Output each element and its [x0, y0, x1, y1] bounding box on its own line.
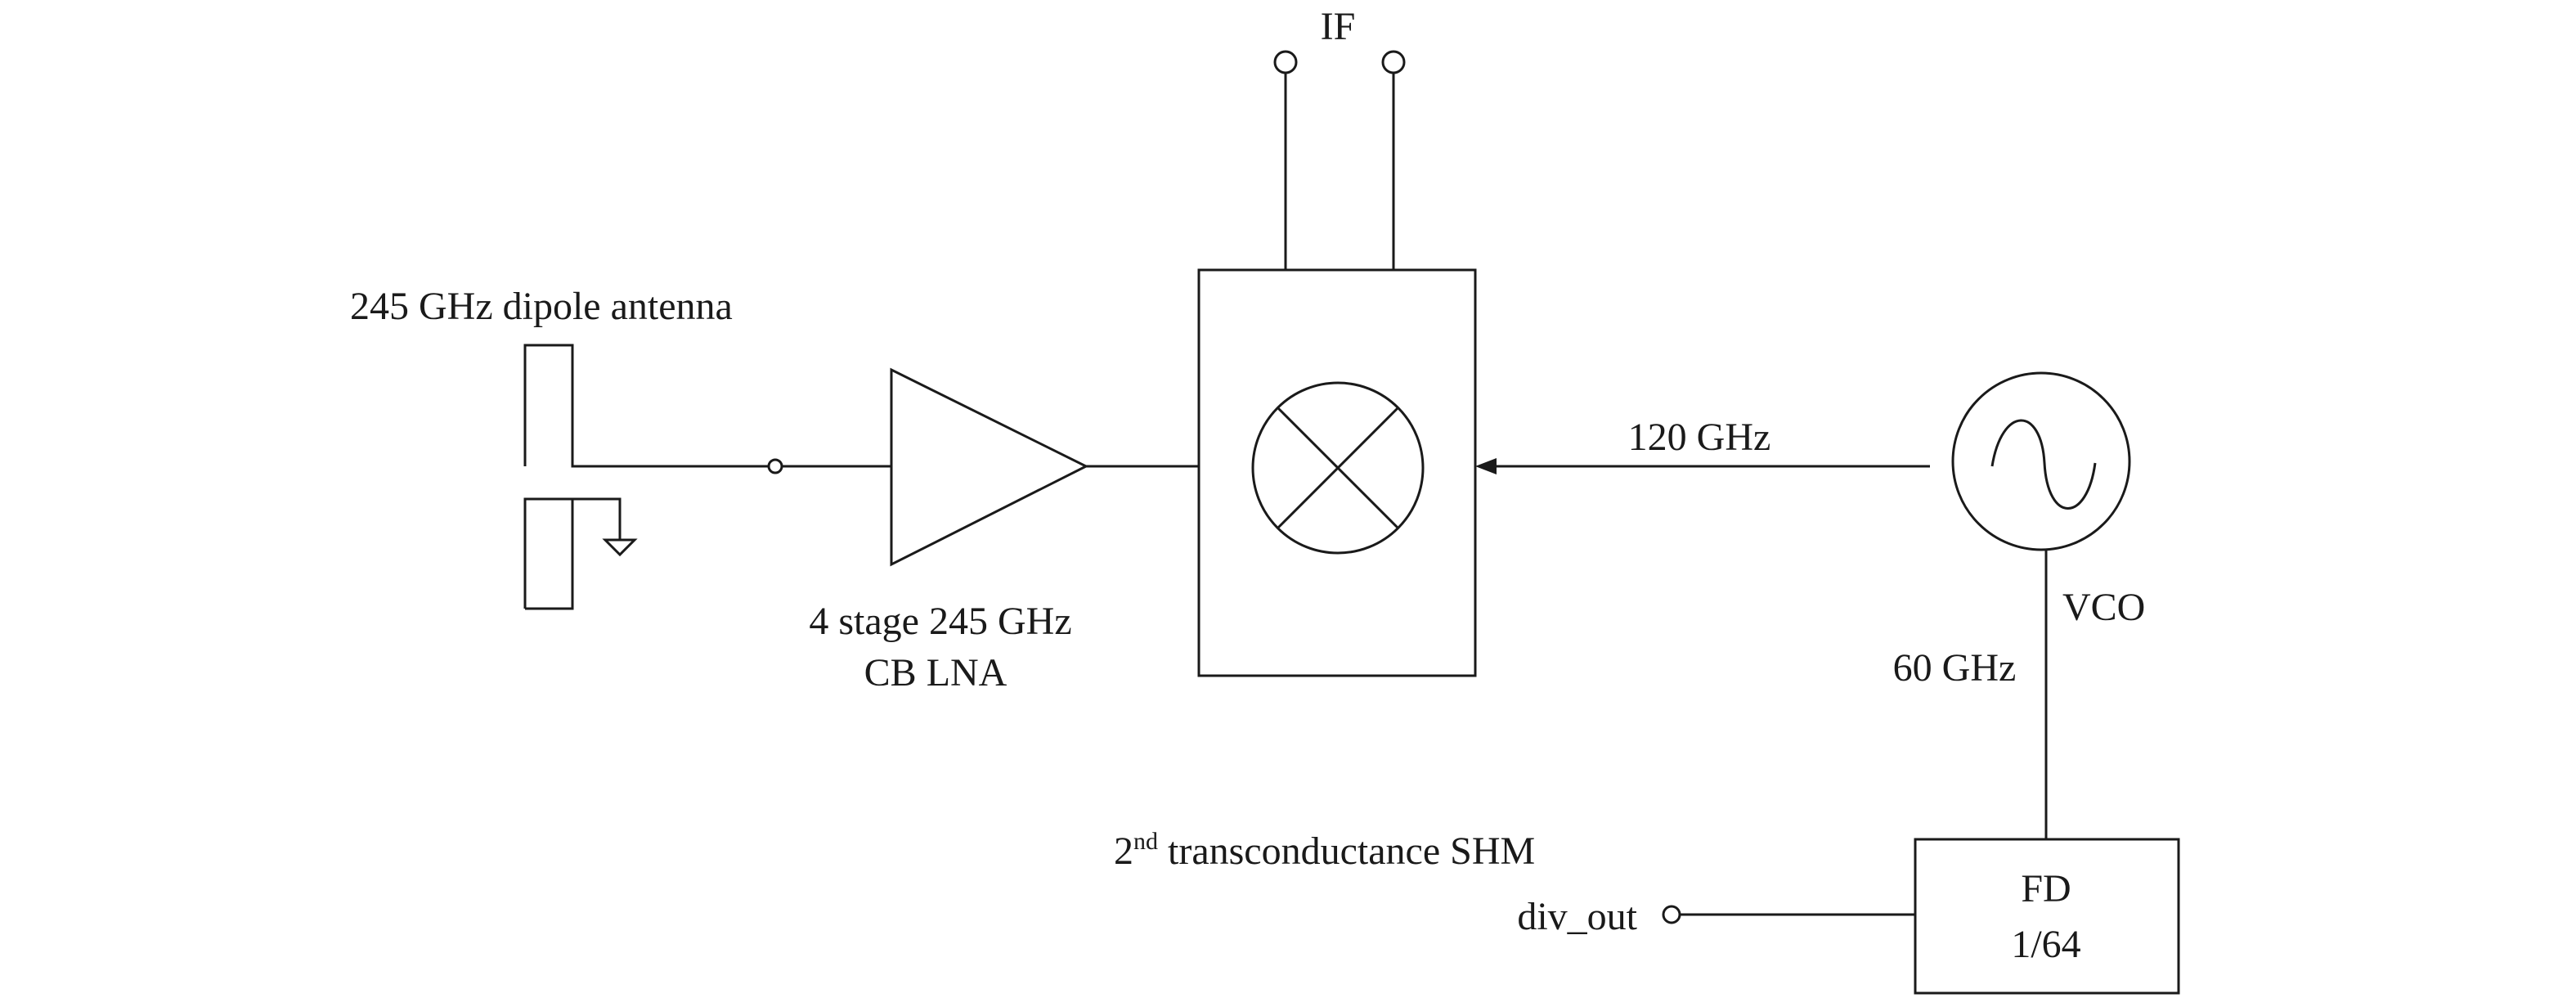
lo-frequency-label: 120 GHz: [1628, 416, 1771, 459]
lna-label-line1: 4 stage 245 GHz: [809, 600, 1071, 643]
vco-oscillator: [1951, 371, 2131, 551]
divider-label-line1: FD: [2021, 867, 2071, 910]
ground-icon: [602, 538, 638, 557]
if-label: IF: [1321, 5, 1356, 48]
mixer-prefix: 2: [1114, 829, 1133, 873]
frequency-divider-block: [1914, 838, 2180, 995]
dipole-antenna: [523, 344, 769, 610]
if-port-icon: [1273, 50, 1298, 74]
mixer-cross-icon: [1251, 381, 1425, 555]
if-port-icon: [1381, 50, 1406, 74]
divider-label-line2: 1/64: [2011, 923, 2080, 966]
lna-label-line2: CB LNA: [864, 651, 1008, 695]
div-out-port-icon: [1662, 905, 1681, 924]
mixer-block: [1197, 268, 1477, 677]
mixer-description: 2nd transconductance SHM: [1114, 828, 1535, 873]
vco-frequency-label: 60 GHz: [1893, 646, 2017, 690]
lo-arrow-icon: [1475, 458, 1497, 474]
sine-wave-icon: [1990, 419, 2097, 510]
mixer-rest: transconductance SHM: [1158, 829, 1535, 873]
antenna-label: 245 GHz dipole antenna: [350, 285, 733, 328]
if-outputs: [1273, 50, 1406, 270]
lna-amplifier: [890, 367, 1089, 567]
vco-label: VCO: [2062, 586, 2145, 629]
mixer-superscript: nd: [1133, 828, 1158, 855]
input-port-icon: [767, 458, 783, 474]
div-out-label: div_out: [1517, 895, 1637, 938]
